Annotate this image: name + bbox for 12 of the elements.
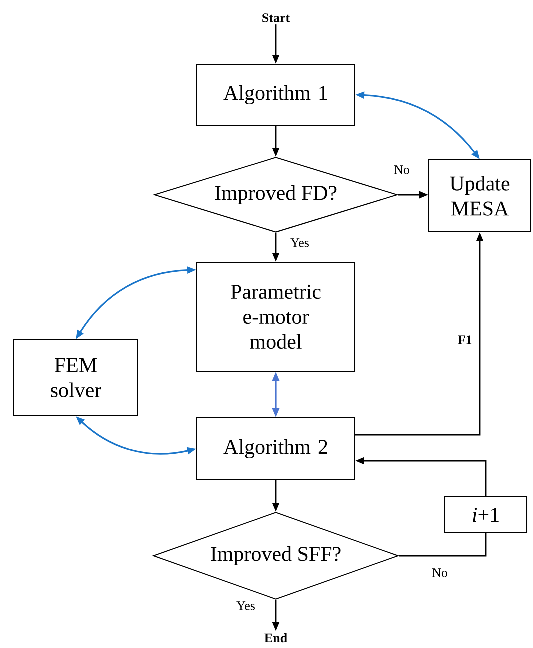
edge-label: Yes bbox=[290, 238, 310, 248]
process-box: FEM solver bbox=[14, 340, 138, 416]
edge-label: No bbox=[431, 568, 449, 578]
process-box: Algorithm 2 bbox=[196, 418, 356, 480]
process-box: Algorithm 1 bbox=[196, 64, 356, 126]
process-box: Update MESA bbox=[428, 160, 532, 232]
terminal-label: Start bbox=[262, 14, 290, 22]
edge-label: F1 bbox=[456, 334, 474, 346]
process-box: Parametric e-motor model bbox=[196, 262, 356, 372]
terminal-label: End bbox=[264, 633, 288, 643]
process-box: i+1 bbox=[444, 496, 528, 534]
edge-label: Yes bbox=[236, 600, 256, 612]
